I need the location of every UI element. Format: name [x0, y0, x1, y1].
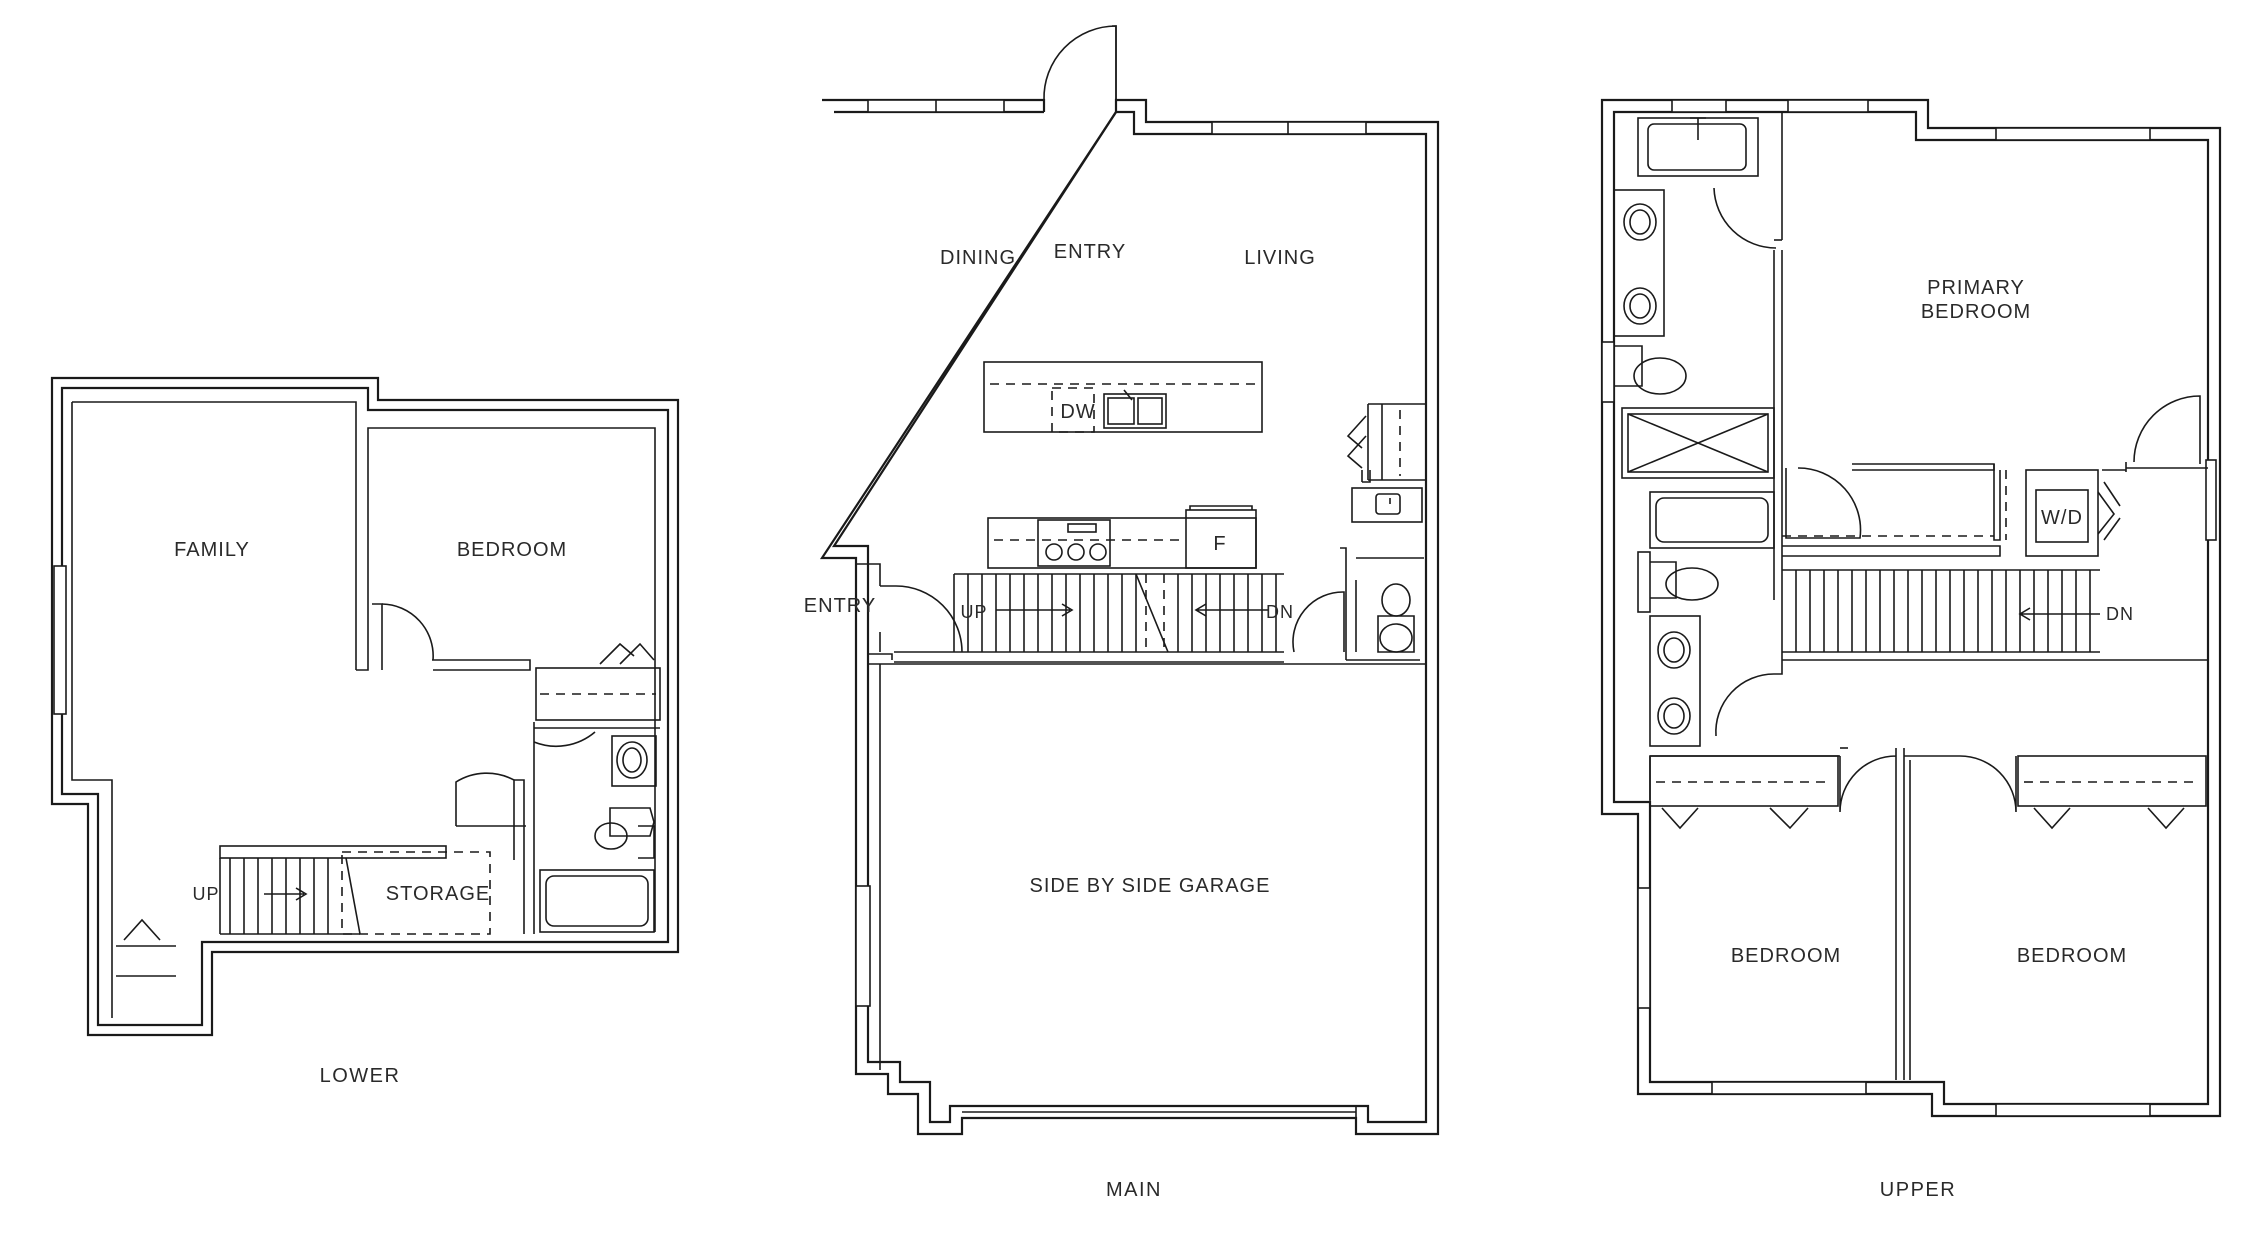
floor-caption-upper: UPPER: [1880, 1179, 1956, 1201]
laundry-label: W/D: [2041, 507, 2083, 529]
main-floor-plan: ENTRY DINING LIVING ENTRY SIDE BY SIDE G…: [804, 25, 1440, 1201]
floor-caption-lower: LOWER: [320, 1065, 401, 1087]
room-label-garage: SIDE BY SIDE GARAGE: [1030, 875, 1271, 897]
room-label-primary-line2: BEDROOM: [1921, 301, 2031, 323]
room-label-bedroom-right: BEDROOM: [2017, 945, 2127, 967]
upper-floor-plan: PRIMARY BEDROOM BEDROOM BEDROOM W/D DN U…: [1600, 98, 2222, 1201]
appliance-label-dishwasher: DW: [1060, 401, 1095, 423]
room-label-primary-line1: PRIMARY: [1927, 277, 2025, 299]
lower-floor-plan: FAMILY BEDROOM STORAGE UP LOWER: [50, 376, 680, 1087]
room-label-entry-side: ENTRY: [804, 595, 876, 617]
floor-caption-main: MAIN: [1106, 1179, 1162, 1201]
room-label-dining: DINING: [940, 247, 1016, 269]
stair-down-label: DN: [2106, 604, 2134, 624]
room-label-bedroom: BEDROOM: [457, 539, 567, 561]
room-label-living: LIVING: [1244, 247, 1316, 269]
stair-up-label: UP: [192, 884, 219, 904]
stair-up-label: UP: [960, 602, 987, 622]
room-label-entry-top: ENTRY: [1054, 241, 1126, 263]
room-label-storage: STORAGE: [386, 883, 490, 905]
appliance-label-fridge: F: [1213, 533, 1226, 555]
stair-down-label: DN: [1266, 602, 1294, 622]
room-label-family: FAMILY: [174, 539, 250, 561]
room-label-bedroom-left: BEDROOM: [1731, 945, 1841, 967]
